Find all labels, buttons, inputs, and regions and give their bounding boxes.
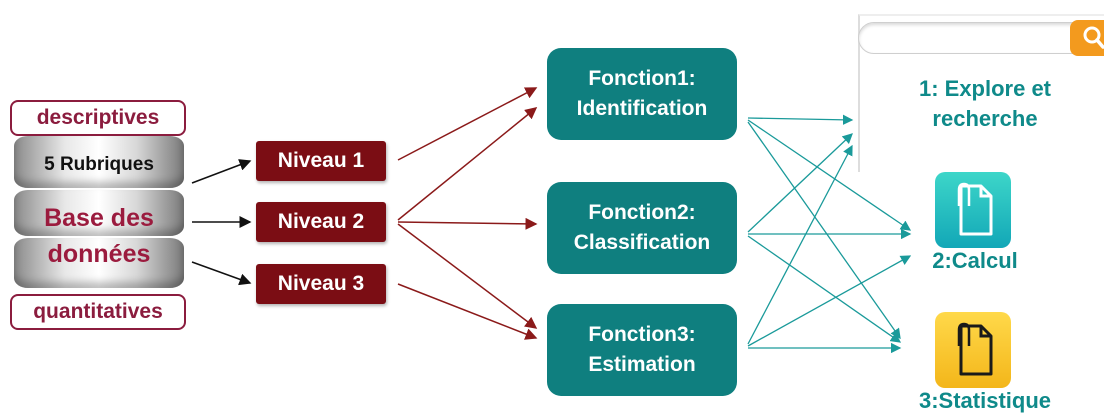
arrow-f2-explore bbox=[747, 133, 853, 233]
fonction-1-box: Fonction1: Identification bbox=[547, 48, 737, 140]
fonction-2-subtitle: Classification bbox=[573, 231, 711, 254]
fonction-3-box: Fonction3: Estimation bbox=[547, 304, 737, 396]
calcul-app-icon bbox=[935, 172, 1011, 248]
statistique-label: 3:Statistique bbox=[918, 388, 1052, 413]
fonction-3-title: Fonction3: bbox=[588, 323, 696, 346]
arrow-f2-stat bbox=[747, 235, 902, 343]
niveau-3-box: Niveau 3 bbox=[256, 264, 386, 304]
niveau-1-box: Niveau 1 bbox=[256, 141, 386, 181]
document-clip-icon bbox=[957, 322, 993, 376]
arrow-n2-f2 bbox=[397, 217, 538, 230]
label-descriptives: descriptives bbox=[10, 100, 186, 136]
search-icon bbox=[1083, 26, 1104, 49]
explore-label-line2: recherche bbox=[932, 106, 1038, 131]
database-disk-middle bbox=[14, 190, 184, 236]
database-disk-bottom bbox=[14, 238, 184, 288]
donnees-label: données bbox=[47, 240, 151, 268]
explore-label: 1: Explore et recherche bbox=[880, 74, 1090, 134]
label-quantitatives: quantitatives bbox=[10, 294, 186, 330]
fonction-2-box: Fonction2: Classification bbox=[547, 182, 737, 274]
arrow-f1-calcul bbox=[747, 119, 912, 231]
search-button[interactable] bbox=[1070, 20, 1104, 56]
base-des-label: Base des bbox=[44, 204, 154, 232]
rubriques-label: 5 Rubriques bbox=[44, 154, 154, 175]
fonction-3-subtitle: Estimation bbox=[588, 353, 696, 376]
arrow-f3-explore bbox=[747, 144, 853, 345]
niveau-2-box: Niveau 2 bbox=[256, 202, 386, 242]
arrow-f1-stat bbox=[747, 121, 901, 340]
document-clip-icon bbox=[957, 182, 993, 236]
database-stack: descriptives 5 Rubriques Base des donnée… bbox=[10, 98, 188, 338]
arrow-n3-f3 bbox=[397, 283, 538, 340]
fonction-2-title: Fonction2: bbox=[588, 201, 696, 224]
search-input[interactable] bbox=[858, 22, 1074, 54]
arrow-n2-f3 bbox=[397, 223, 538, 329]
arrow-db-niveau1 bbox=[191, 159, 252, 184]
arrow-f3-calcul bbox=[747, 255, 912, 347]
statistique-app-icon bbox=[935, 312, 1011, 388]
database-disk-top bbox=[14, 136, 184, 188]
arrow-n1-f1 bbox=[397, 87, 538, 161]
fonction-1-title: Fonction1: bbox=[588, 67, 696, 90]
arrow-n2-f1 bbox=[397, 107, 538, 221]
explore-label-line1: 1: Explore et bbox=[918, 76, 1052, 101]
fonction-1-subtitle: Identification bbox=[576, 97, 708, 120]
calcul-label: 2:Calcul bbox=[932, 248, 1018, 273]
arrow-db-niveau3 bbox=[191, 261, 252, 286]
arrow-f1-explore bbox=[747, 114, 854, 126]
